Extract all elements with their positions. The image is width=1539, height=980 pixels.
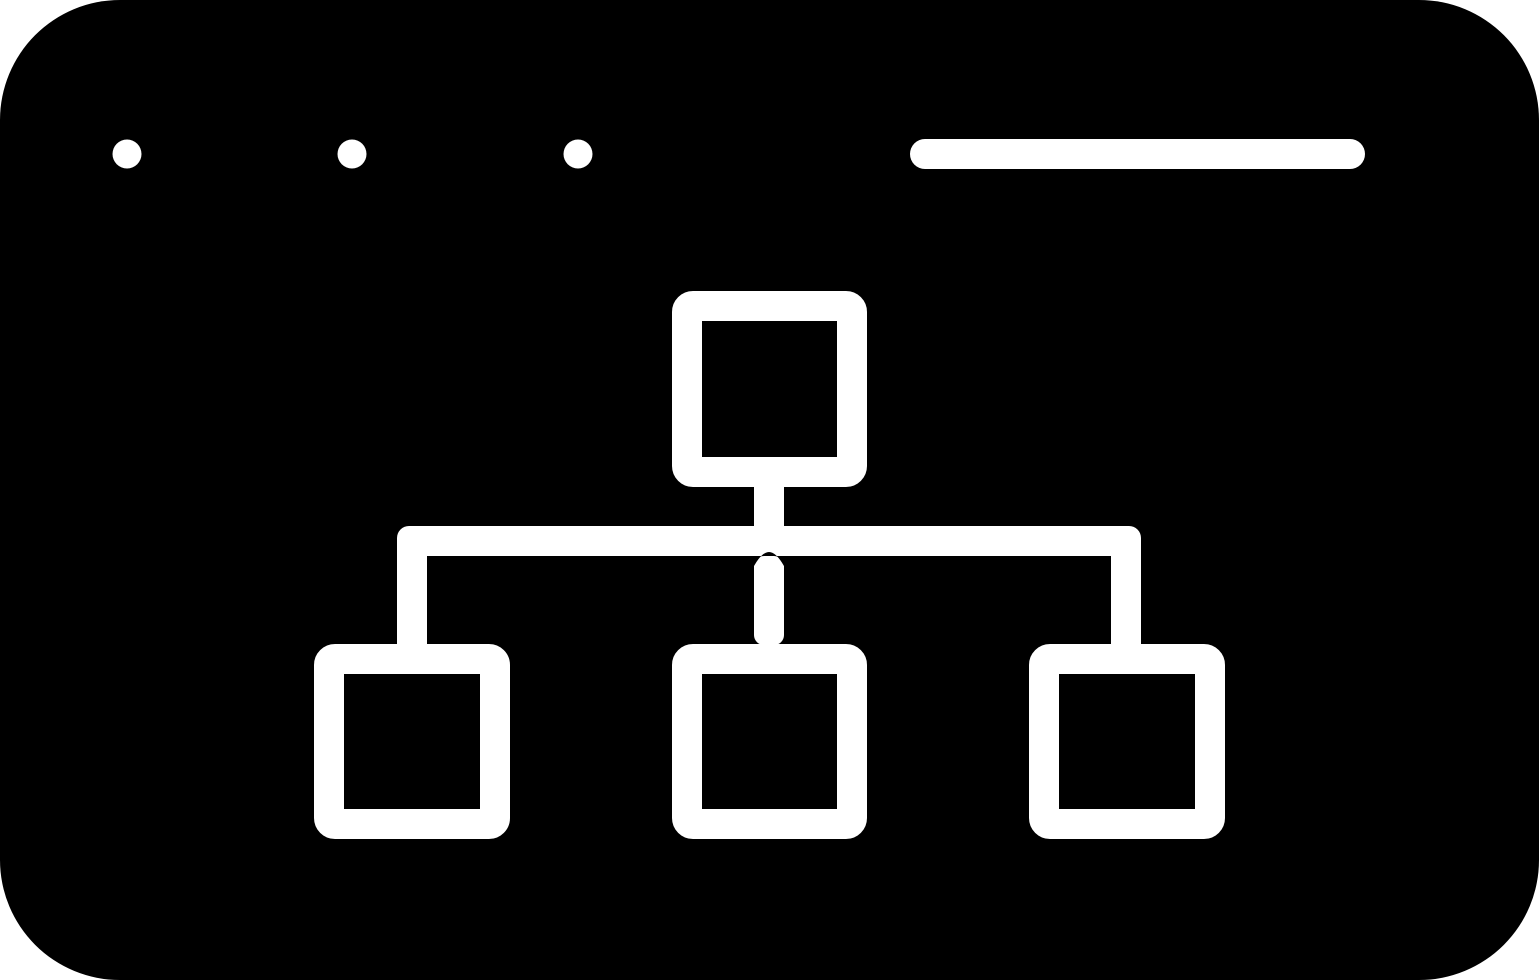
- connector-center-notch: [754, 552, 784, 566]
- connector-center-drop: [754, 556, 784, 645]
- window-dot-3: [563, 139, 593, 169]
- connector-right-drop: [1111, 540, 1141, 645]
- connector-left-drop: [397, 540, 427, 645]
- sitemap-child-node-right: [1029, 644, 1225, 839]
- window-dot-2: [337, 139, 367, 169]
- window-dot-1: [112, 139, 142, 169]
- sitemap-child-node-center: [672, 644, 867, 839]
- connector-horizontal-bus: [397, 526, 1141, 556]
- sitemap-connectors: [397, 486, 1141, 645]
- sitemap-root-node: [672, 291, 867, 487]
- sitemap-child-node-left: [314, 644, 510, 839]
